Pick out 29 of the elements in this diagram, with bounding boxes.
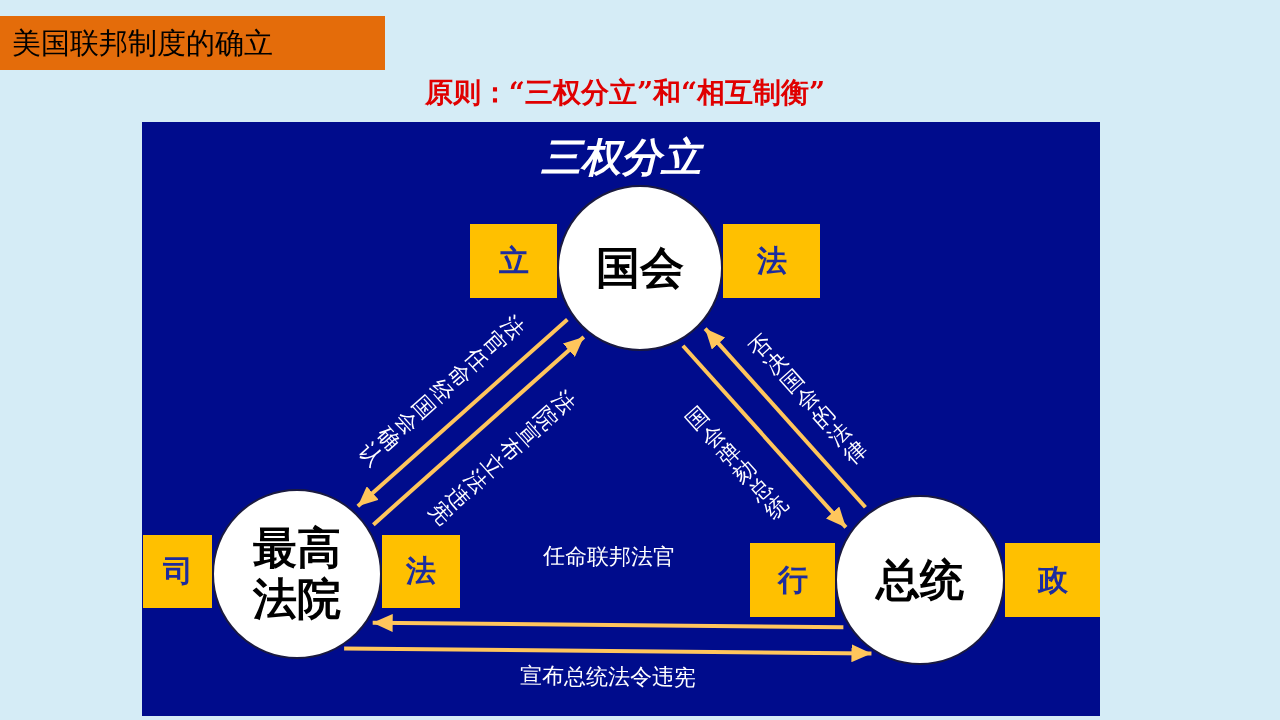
band-label: 法 <box>406 552 436 590</box>
branch-band <box>750 543 835 617</box>
panel-background <box>142 122 1100 716</box>
branch-band <box>470 224 557 298</box>
branch-band <box>723 224 820 298</box>
band-label: 政 <box>1037 560 1068 599</box>
band-label: 法 <box>756 241 787 280</box>
branch-band <box>1005 543 1100 617</box>
edge-label: 国会弹劾总统 <box>680 402 793 524</box>
node-label: 国会 <box>596 242 684 294</box>
band-label: 立 <box>498 241 529 280</box>
arrow <box>372 335 586 527</box>
edge-label: 任命联邦法官 <box>542 542 675 572</box>
arrow <box>681 344 848 529</box>
band-label: 行 <box>777 560 808 599</box>
title-banner: 美国联邦制度的确立 <box>0 16 385 70</box>
branch-band <box>382 535 460 608</box>
node-label: 总统 <box>876 554 964 606</box>
arrow <box>703 327 867 509</box>
branch-band <box>143 535 212 608</box>
band-label: 司 <box>162 552 193 590</box>
principle-heading: 原则：“三权分立”和“相互制衡” <box>423 75 827 111</box>
arrow <box>356 317 569 508</box>
panel-title: 三权分立 <box>142 130 1100 185</box>
arrow <box>372 613 844 632</box>
circle-node <box>557 185 723 351</box>
edge-label: 宣布总统法令违宪 <box>519 662 696 692</box>
node-label: 最高法院 <box>252 523 342 625</box>
arrow <box>344 644 872 663</box>
